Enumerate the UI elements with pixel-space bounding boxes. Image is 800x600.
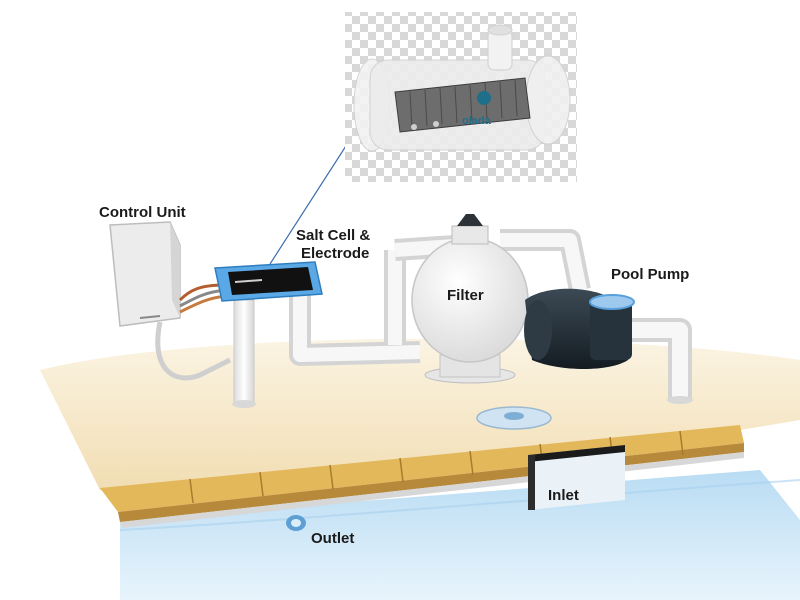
pool-water	[119, 470, 800, 600]
control-unit	[109, 221, 232, 381]
label-inlet: Inlet	[548, 487, 579, 504]
leader-line	[269, 134, 354, 265]
skimmer-lid	[476, 406, 552, 430]
inlet-opening	[528, 445, 625, 510]
label-filter: Filter	[447, 287, 484, 304]
label-salt-cell-line2: Electrode	[301, 245, 369, 262]
label-salt-cell-line1: Salt Cell &	[296, 227, 370, 244]
label-pool-pump: Pool Pump	[611, 266, 689, 283]
label-outlet: Outlet	[311, 530, 354, 547]
pool-pump	[524, 288, 635, 369]
pipe-pump-outlet	[630, 318, 693, 404]
salt-cell	[214, 261, 323, 302]
pool-deck	[40, 338, 800, 500]
salt-cell-inset: olada	[345, 12, 577, 182]
label-control-unit: Control Unit	[99, 204, 186, 221]
pipe-filter-to-pump	[500, 229, 591, 293]
pipe-riser-left	[232, 299, 256, 408]
inset-brand-text: olada	[462, 115, 492, 127]
filter-tank	[411, 214, 529, 384]
outlet-fitting	[286, 515, 306, 531]
